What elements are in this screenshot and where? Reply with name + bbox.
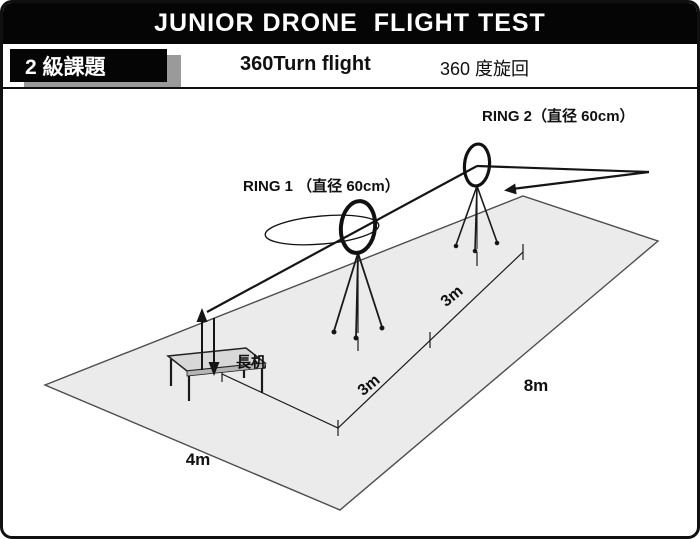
task-title: 360Turn flight: [240, 53, 371, 75]
tripod1-leg-mid: [355, 252, 359, 338]
tripod2-leg-mid: [474, 185, 478, 251]
tripod-2: [453, 185, 500, 254]
tripod1-leg-right: [357, 252, 383, 328]
tripod-1: [331, 252, 385, 341]
level-badge: 2 級課題: [10, 49, 167, 82]
course-diagram: RING 1 （直径 60cm） RING 2（直径 60cm） 長机 3m 3…: [43, 107, 660, 511]
dim-8m: 8m: [524, 376, 549, 395]
tripod1-foot-right: [379, 325, 385, 331]
tripod1-foot-left: [331, 329, 337, 335]
flight-beyond-ring2-line: [476, 164, 650, 174]
desk-label: 長机: [236, 353, 266, 371]
tripod1-foot-mid: [353, 335, 359, 341]
tripod2-leg-right: [476, 185, 498, 243]
tripod2-foot-mid: [472, 248, 478, 254]
takeoff-arrowhead: [196, 308, 208, 322]
ring2: [462, 142, 492, 188]
subheader: 2 級課題 360Turn flight 360 度旋回: [3, 44, 697, 89]
ring1: [338, 199, 378, 255]
flight-return-arrowhead: [504, 183, 517, 195]
title-bar: JUNIOR DRONE FLIGHT TEST: [3, 3, 697, 44]
ring2-label: RING 2（直径 60cm）: [482, 107, 635, 125]
flight-return-line: [511, 170, 650, 191]
tripod1-leg-left: [333, 252, 359, 332]
desk-front-edge: [186, 362, 266, 377]
landing-arrowhead: [208, 362, 220, 376]
field-ground: [43, 195, 660, 511]
dim-4m: 4m: [186, 450, 211, 469]
page-title: JUNIOR DRONE FLIGHT TEST: [154, 9, 546, 37]
long-desk: [166, 347, 267, 401]
tripod2-leg-left: [455, 185, 478, 246]
task-subtitle: 360 度旋回: [440, 59, 530, 79]
turn-orbit-ellipse: [264, 214, 380, 246]
level-badge-label: 2 級課題: [25, 55, 106, 79]
ring1-label: RING 1 （直径 60cm）: [243, 177, 400, 195]
tripod2-foot-left: [453, 243, 459, 249]
measurement-lines: [221, 244, 524, 436]
takeoff-landing-arrows: [196, 308, 220, 376]
tripod2-foot-right: [494, 240, 500, 246]
